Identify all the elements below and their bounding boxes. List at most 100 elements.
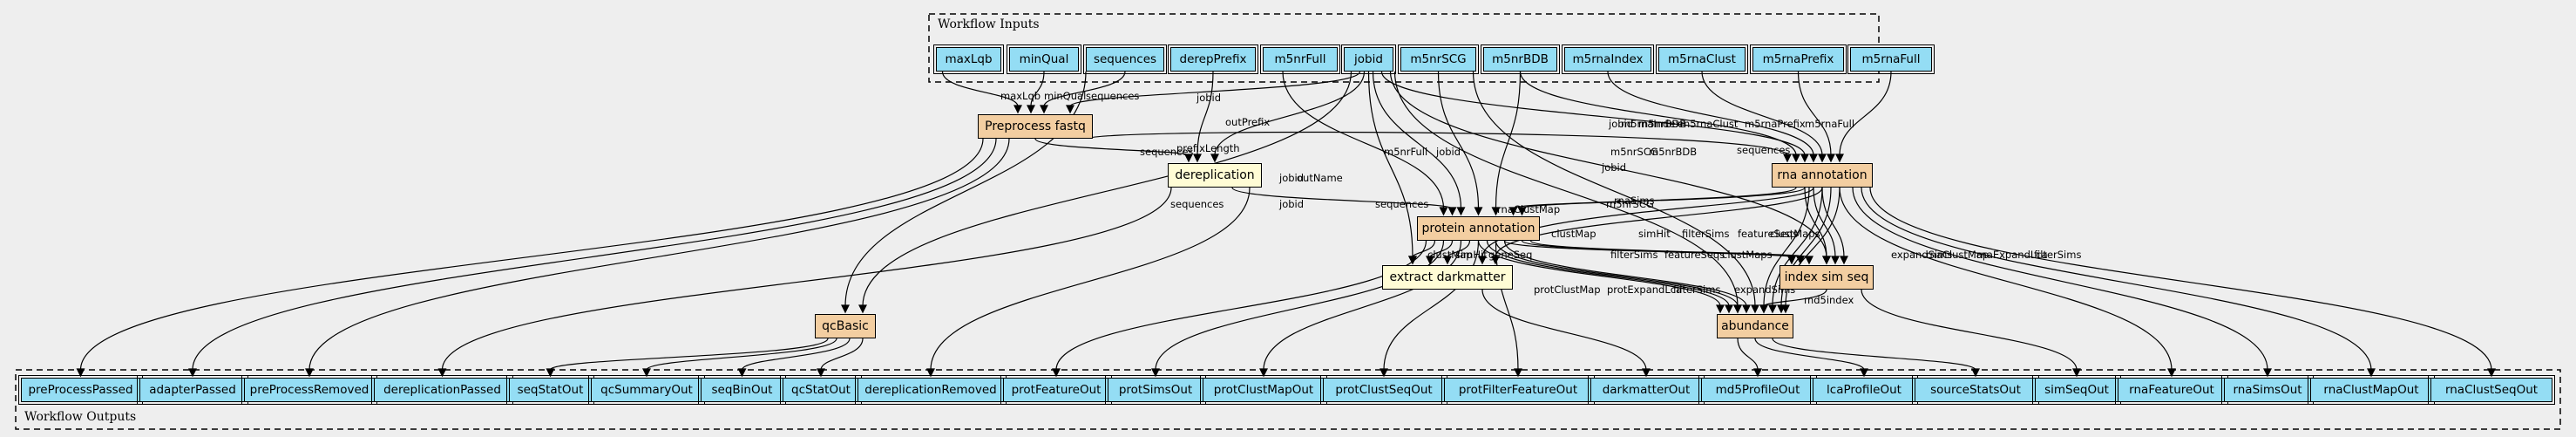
step-index-sim-seq[interactable]: index sim seq	[1779, 265, 1874, 290]
edge-arrowhead	[1827, 154, 1835, 163]
step-abundance[interactable]: abundance	[1717, 314, 1793, 338]
step-label: Preprocess fastq	[985, 119, 1086, 133]
edge-label: clustMaps	[1770, 228, 1820, 240]
edge	[1155, 240, 1445, 371]
output-dereplicationremoved[interactable]: dereplicationRemoved	[855, 375, 1007, 405]
output-dereplicationpassed[interactable]: dereplicationPassed	[371, 375, 513, 405]
output-seqbinout[interactable]: seqBinOut	[698, 375, 786, 405]
output-label: seqBinOut	[711, 383, 773, 397]
outputs-cluster	[15, 369, 2561, 430]
edge-label: protClustMap	[1534, 283, 1601, 296]
edge	[1282, 71, 1445, 209]
edge-arrowhead	[642, 368, 651, 378]
input-m5nrscg[interactable]: m5nrSCG	[1398, 44, 1479, 74]
output-protsimsout[interactable]: protSimsOut	[1105, 375, 1206, 405]
edge	[941, 71, 1019, 107]
step-label: qcBasic	[822, 319, 869, 333]
edge-label: filterSims	[1682, 228, 1729, 240]
input-m5rnaindex[interactable]: m5rnaIndex	[1562, 44, 1654, 74]
edge	[1043, 71, 1126, 107]
edge	[441, 187, 1172, 371]
output-lcaprofileout[interactable]: lcaProfileOut	[1810, 375, 1918, 405]
edge-arrowhead	[188, 368, 197, 378]
edge-label: sequences	[1375, 198, 1428, 210]
input-m5rnaprefix[interactable]: m5rnaPrefix	[1750, 44, 1847, 74]
output-md5profileout[interactable]: md5ProfileOut	[1698, 375, 1817, 405]
output-rnasimsout[interactable]: rnaSimsOut	[2221, 375, 2314, 405]
step-preprocess-fastq[interactable]: Preprocess fastq	[978, 114, 1093, 139]
input-jobid[interactable]: jobid	[1341, 44, 1396, 74]
edge-label: maxLqb	[1000, 90, 1041, 102]
output-protclustmapout[interactable]: protClustMapOut	[1200, 375, 1327, 405]
edge-arrowhead	[926, 368, 935, 378]
output-qcstatout[interactable]: qcStatOut	[780, 375, 862, 405]
step-rna-annotation[interactable]: rna annotation	[1772, 163, 1873, 188]
edge-arrowhead	[1792, 154, 1800, 163]
edge-arrowhead	[1210, 154, 1219, 163]
edge-arrowhead	[1840, 256, 1848, 265]
edge	[1772, 187, 1823, 307]
input-m5rnafull[interactable]: m5rnaFull	[1847, 44, 1935, 74]
output-simseqout[interactable]: simSeqOut	[2032, 375, 2121, 405]
edge-arrowhead	[2263, 368, 2272, 378]
edge-label: filterSims	[1673, 283, 1720, 296]
input-label: m5rnaFull	[1861, 52, 1921, 66]
output-label: protFilterFeatureOut	[1458, 383, 1578, 397]
output-rnaclustseqout[interactable]: rnaClustSeqOut	[2428, 375, 2555, 405]
step-label: dereplication	[1175, 168, 1255, 182]
edge-arrowhead	[858, 304, 867, 314]
edge	[1763, 187, 1810, 307]
edge-arrowhead	[1800, 154, 1809, 163]
edge-arrowhead	[1491, 256, 1500, 265]
output-label: rnaClustSeqOut	[2444, 383, 2539, 397]
step-dereplication[interactable]: dereplication	[1168, 163, 1262, 188]
edge-arrowhead	[305, 368, 314, 378]
step-qcbasic[interactable]: qcBasic	[815, 314, 876, 338]
input-sequences[interactable]: sequences	[1083, 44, 1167, 74]
edge-label: clustMaps	[1722, 249, 1773, 261]
output-rnaclustmapout[interactable]: rnaClustMapOut	[2308, 375, 2435, 405]
edge-label: simHit	[1638, 228, 1671, 240]
output-preprocesspassed[interactable]: preProcessPassed	[18, 375, 143, 405]
edge-label: protExpandLca	[1607, 283, 1682, 296]
output-sourcestatsout[interactable]: sourceStatsOut	[1912, 375, 2039, 405]
input-m5rnaclust[interactable]: m5rnaClust	[1656, 44, 1748, 74]
edge-arrowhead	[1514, 368, 1522, 378]
edge	[1495, 71, 1522, 209]
edge	[1486, 240, 1730, 307]
output-preprocessremoved[interactable]: preProcessRemoved	[241, 375, 377, 405]
output-label: dereplicationRemoved	[864, 383, 997, 397]
edge	[1477, 240, 1721, 307]
output-protclustseqout[interactable]: protClustSeqOut	[1320, 375, 1447, 405]
edge-arrowhead	[1805, 256, 1813, 265]
output-seqstatout[interactable]: seqStatOut	[506, 375, 594, 405]
step-protein-annotation[interactable]: protein annotation	[1417, 216, 1540, 241]
input-m5nrfull[interactable]: m5nrFull	[1260, 44, 1340, 74]
edge	[1519, 71, 1797, 156]
output-protfilterfeatureout[interactable]: protFilterFeatureOut	[1441, 375, 1595, 405]
output-qcsummaryout[interactable]: qcSummaryOut	[588, 375, 705, 405]
output-label: sourceStatsOut	[1930, 383, 2021, 397]
edge-label: m5nrSCG	[1606, 198, 1654, 210]
edge-label: rnaClustMap	[1926, 249, 1989, 261]
step-extract-darkmatter[interactable]: extract darkmatter	[1382, 265, 1513, 290]
edge-arrowhead	[1040, 105, 1048, 114]
input-m5nrbdb[interactable]: m5nrBDB	[1481, 44, 1560, 74]
output-protfeatureout[interactable]: protFeatureOut	[1000, 375, 1112, 405]
input-minqual[interactable]: minQual	[1007, 44, 1081, 74]
edge-arrowhead	[1783, 154, 1792, 163]
edge-arrowhead	[1013, 105, 1022, 114]
edge	[1529, 240, 1810, 258]
edge-arrowhead	[1439, 207, 1448, 216]
input-dereprefix[interactable]: derepPrefix	[1168, 44, 1258, 74]
step-label: extract darkmatter	[1389, 270, 1506, 284]
edge-arrowhead	[1027, 105, 1035, 114]
edge	[549, 338, 829, 371]
edge	[1481, 289, 1647, 371]
edge	[930, 187, 1251, 371]
output-adapterpassed[interactable]: adapterPassed	[137, 375, 248, 405]
output-darkmatterout[interactable]: darkmatterOut	[1588, 375, 1705, 405]
output-rnafeatureout[interactable]: rnaFeatureOut	[2115, 375, 2228, 405]
edge	[646, 338, 837, 371]
input-maxlqb[interactable]: maxLqb	[933, 44, 1004, 74]
